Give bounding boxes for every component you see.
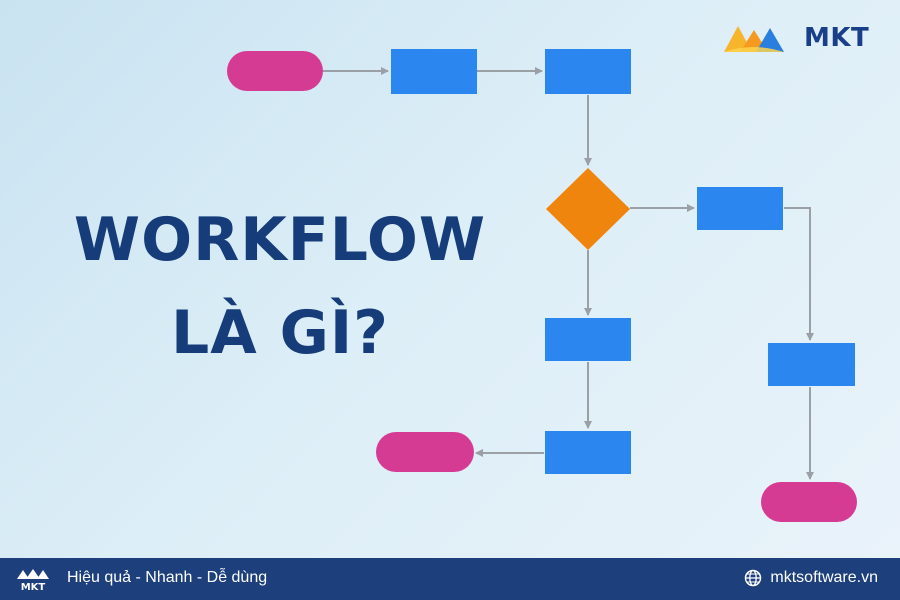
headline-line-1: WORKFLOW	[73, 205, 487, 275]
node-branch-down-1	[545, 318, 631, 361]
node-decision	[546, 168, 630, 250]
svg-text:MKT: MKT	[21, 582, 46, 591]
node-branch-right-1	[697, 187, 783, 230]
node-step-2	[545, 49, 631, 94]
brand-logo[interactable]: MKT	[722, 18, 869, 58]
footer-bar: MKT Hiệu quả - Nhanh - Dễ dùng mktsoftwa…	[0, 558, 900, 600]
node-end-left	[376, 432, 474, 472]
globe-icon	[745, 569, 762, 587]
node-branch-right-2	[768, 343, 855, 386]
footer-tagline: Hiệu quả - Nhanh - Dễ dùng	[67, 569, 268, 586]
node-step-1	[391, 49, 477, 94]
node-branch-down-2	[545, 431, 631, 474]
headline-line-2: LÀ GÌ?	[171, 298, 389, 368]
footer-website-text: mktsoftware.vn	[770, 569, 878, 586]
mkt-logo-icon	[724, 26, 784, 52]
workflow-diagram	[227, 49, 857, 522]
node-end-right	[761, 482, 857, 522]
brand-name: MKT	[804, 23, 870, 53]
banner: WORKFLOW LÀ GÌ? MKT	[73, 18, 869, 522]
node-start	[227, 51, 323, 91]
footer-website-link[interactable]: mktsoftware.vn	[744, 569, 878, 587]
arrow-right1-right2	[784, 207, 814, 341]
footer-mkt-logo-icon: MKT	[17, 569, 49, 591]
